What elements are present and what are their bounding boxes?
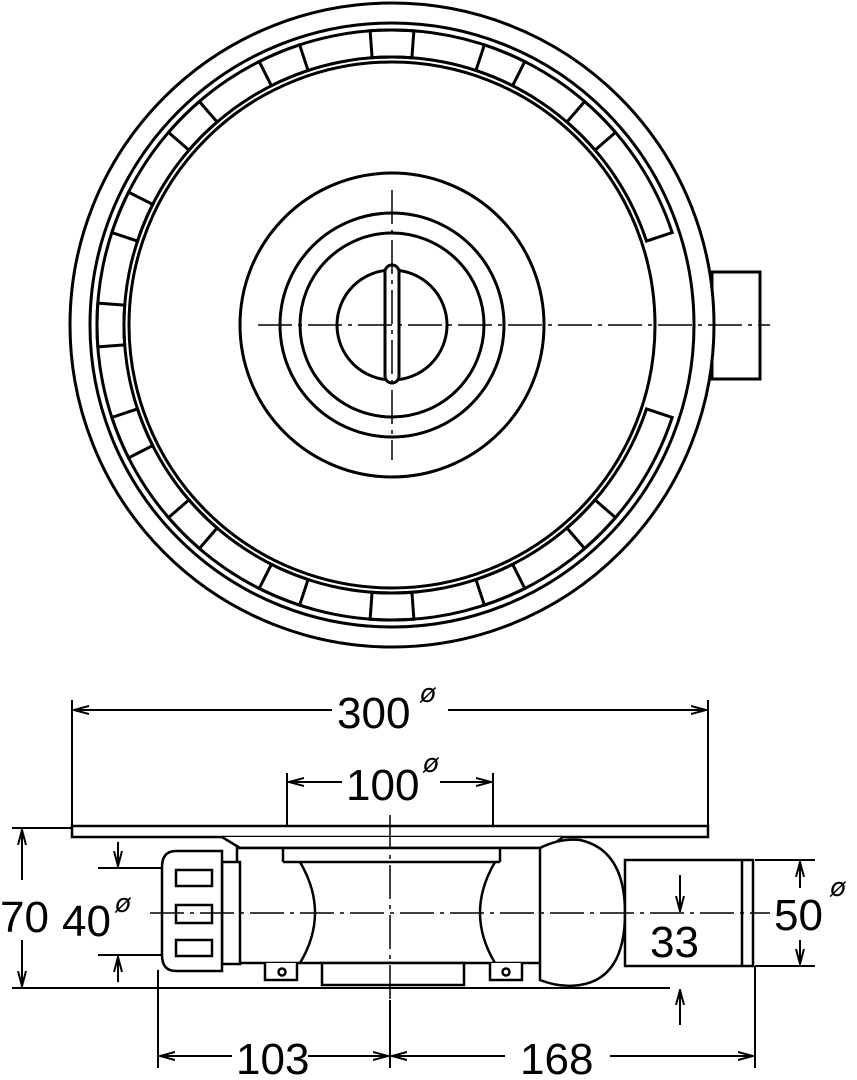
dim-70: 70	[0, 893, 49, 942]
dim-300: 300	[337, 689, 410, 738]
plan-grate-ring	[238, 171, 546, 479]
dim-103: 103	[236, 1035, 309, 1080]
dimension-labels: 300 ø 100 ø 70 40 ø 50 ø 33 103 168	[0, 679, 857, 1080]
section-base	[320, 961, 466, 987]
plan-rib-slots	[95, 28, 675, 622]
dimension-lines	[12, 700, 815, 1068]
plan-rib-slot	[564, 99, 675, 243]
dim-50-diameter-symbol: ø	[829, 873, 847, 903]
dim-40-diameter-symbol: ø	[114, 889, 132, 919]
dim-100-diameter-symbol: ø	[422, 749, 440, 779]
dim-50: 50	[774, 891, 823, 940]
dim-40: 40	[62, 897, 111, 946]
dim-300-diameter-symbol: ø	[419, 679, 437, 709]
plan-view	[68, 1, 770, 649]
dim-168: 168	[520, 1035, 593, 1080]
section-body	[235, 846, 564, 965]
plan-plate	[127, 60, 657, 590]
plan-inner-ring	[88, 21, 696, 629]
dim-100: 100	[346, 761, 419, 810]
section-view	[70, 815, 770, 1000]
section-foot-left	[263, 963, 299, 982]
dim-33: 33	[650, 918, 699, 967]
section-foot-right	[488, 963, 524, 982]
